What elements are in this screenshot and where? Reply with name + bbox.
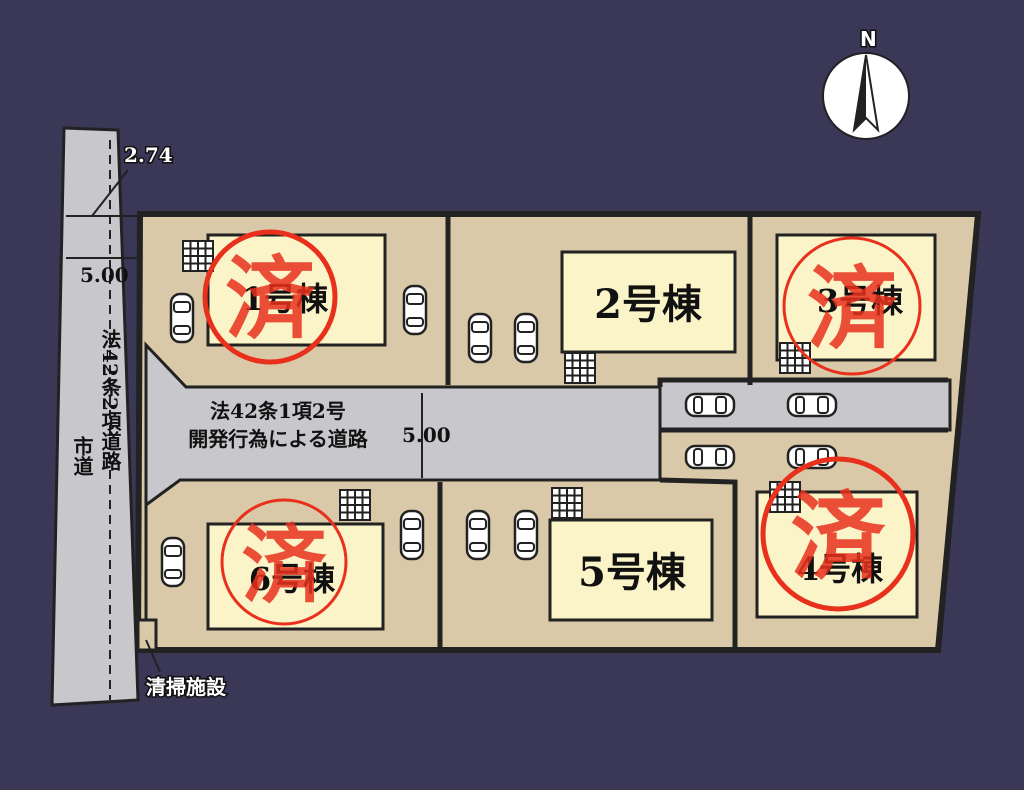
house-1 bbox=[206, 233, 387, 347]
svg-text:済: 済 bbox=[225, 246, 316, 352]
dimension-top-width: 2.74 bbox=[124, 143, 173, 167]
grid-icon bbox=[182, 240, 214, 272]
car-icon bbox=[467, 312, 493, 364]
car-icon bbox=[399, 509, 425, 561]
facility-leader bbox=[145, 639, 161, 673]
house-6 bbox=[206, 522, 385, 631]
building-label-2: 2号棟 bbox=[594, 281, 703, 328]
car-icon bbox=[684, 444, 736, 470]
dimension-road-width: 5.00 bbox=[80, 263, 129, 287]
building-label-1: 1号棟 bbox=[242, 280, 329, 318]
svg-text:済: 済 bbox=[790, 482, 886, 593]
svg-text:済: 済 bbox=[241, 516, 327, 616]
car-icon bbox=[465, 509, 491, 561]
lot-divider bbox=[657, 377, 948, 387]
city-road-label-line1: 法42条2項道路 bbox=[98, 328, 122, 472]
building-label-4: 4号棟 bbox=[797, 550, 884, 588]
grid-icon bbox=[564, 352, 596, 384]
dev-road-label-line2: 開発行為による道路 bbox=[188, 427, 368, 451]
cleaning-facility-box bbox=[136, 618, 158, 652]
car-icon bbox=[402, 284, 428, 336]
city-road-label-line2: 市道 bbox=[70, 435, 94, 476]
sold-stamp-1: 済 bbox=[202, 229, 338, 365]
car-icon bbox=[160, 536, 186, 588]
house-3 bbox=[775, 233, 937, 362]
sold-stamp-4: 済 bbox=[760, 456, 916, 612]
lot-divider bbox=[659, 477, 738, 648]
car-icon bbox=[513, 509, 539, 561]
compass-north-label: N bbox=[860, 27, 877, 51]
dev-road-label-line1: 法42条1項2号 bbox=[210, 399, 346, 423]
house-2 bbox=[560, 250, 737, 354]
grid-icon bbox=[779, 342, 811, 374]
city-road bbox=[50, 126, 140, 707]
compass: N bbox=[822, 26, 910, 140]
facility-label: 清掃施設 bbox=[146, 675, 227, 699]
car-icon bbox=[169, 292, 195, 344]
dimension-dev-road-width: 5.00 bbox=[402, 423, 451, 447]
car-icon bbox=[786, 392, 838, 418]
house-5 bbox=[548, 518, 714, 622]
building-label-5: 5号棟 bbox=[578, 549, 687, 596]
svg-text:済: 済 bbox=[807, 256, 898, 362]
grid-icon bbox=[339, 489, 371, 521]
car-icon bbox=[513, 312, 539, 364]
grid-icon bbox=[551, 487, 583, 519]
car-icon bbox=[684, 392, 736, 418]
sold-stamp-3: 済 bbox=[782, 236, 922, 376]
building-label-6: 6号棟 bbox=[249, 560, 336, 598]
dimension-leader bbox=[91, 169, 129, 217]
building-label-3: 3号棟 bbox=[817, 282, 904, 320]
sold-stamp-6: 済 bbox=[220, 498, 348, 626]
